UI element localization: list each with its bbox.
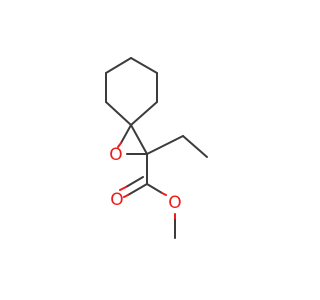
cyclohexane-ring (105, 57, 158, 126)
molecule-structure-diagram: O O O (105, 57, 208, 239)
carbonyl-double-bond (123, 194, 129, 198)
ethyl-bond (182, 135, 208, 158)
ethyl-bond (146, 135, 184, 155)
ester-single-bond (161, 192, 167, 196)
ethyl-group (146, 135, 208, 158)
ester-single-bond (146, 183, 163, 194)
epoxide-co-bond (120, 124, 132, 144)
atom-labels: O O O (109, 145, 181, 213)
ring-bond (130, 57, 158, 74)
carbonyl-double-bond (119, 186, 127, 191)
carbonyl-double-bond (127, 183, 148, 196)
epoxide-ring (117, 124, 148, 155)
ester-group (119, 153, 176, 239)
ring-bond (105, 57, 132, 74)
carbonyl-oxygen-label: O (110, 190, 123, 210)
ester-oxygen-label: O (168, 193, 181, 213)
epoxide-cc-bond (130, 124, 148, 155)
ring-bond (105, 101, 132, 126)
carbonyl-double-bond (125, 176, 144, 188)
epoxide-oxygen-label: O (109, 145, 122, 165)
epoxide-co-bond (117, 142, 122, 148)
ring-bond (130, 101, 158, 126)
